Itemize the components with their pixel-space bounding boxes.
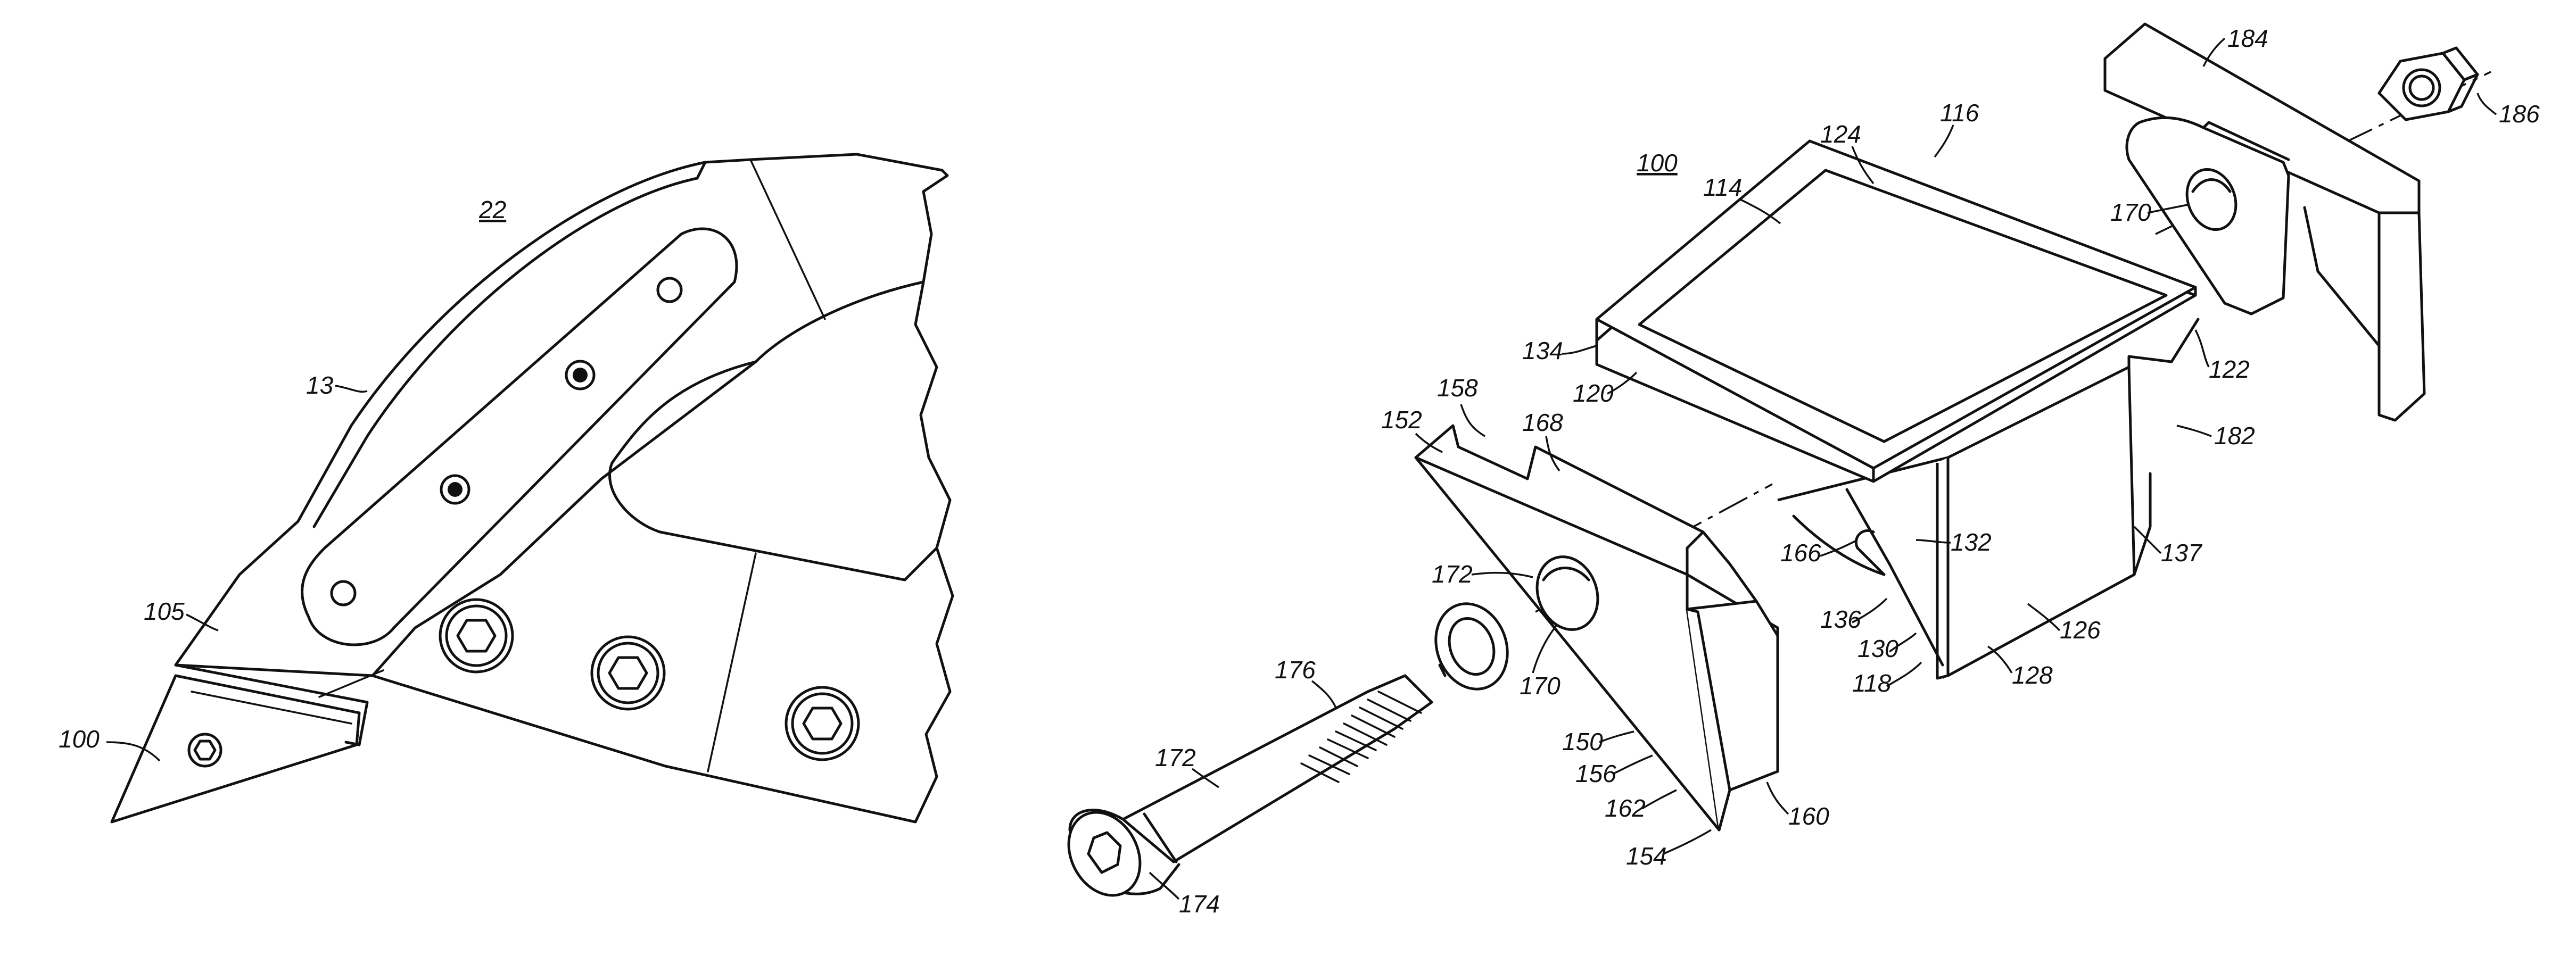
label-132: 132 [1951, 528, 1992, 556]
label-150: 150 [1562, 728, 1603, 755]
label-172-bottom: 172 [1155, 744, 1196, 771]
label-116: 116 [1940, 99, 1979, 127]
cutter-arm-assembly [112, 154, 953, 822]
label-158: 158 [1437, 374, 1478, 402]
label-136: 136 [1820, 605, 1861, 633]
label-162: 162 [1605, 794, 1646, 822]
hex-bolt-2 [592, 637, 664, 709]
label-172-top: 172 [1432, 560, 1473, 588]
hex-bolt-3 [786, 687, 858, 760]
label-176: 176 [1275, 656, 1316, 684]
label-152: 152 [1381, 406, 1422, 434]
label-122: 122 [2209, 355, 2250, 383]
label-13: 13 [306, 371, 334, 399]
label-186: 186 [2499, 100, 2540, 128]
label-154: 154 [1626, 842, 1667, 870]
cutter-tip [112, 665, 367, 822]
label-128: 128 [2012, 661, 2053, 689]
label-137: 137 [2161, 539, 2202, 567]
cap-screw [1055, 676, 1432, 908]
label-174: 174 [1179, 890, 1220, 918]
label-22: 22 [478, 196, 506, 223]
hex-bolt-1 [440, 600, 513, 672]
hex-nut [2379, 48, 2478, 120]
label-114: 114 [1703, 173, 1742, 201]
label-134: 134 [1522, 337, 1563, 364]
label-100-left: 100 [59, 725, 100, 753]
label-168: 168 [1522, 409, 1563, 436]
label-100-right: 100 [1637, 149, 1678, 177]
label-156: 156 [1575, 760, 1616, 787]
exploded-tool-assembly [1055, 24, 2491, 908]
lock-washer [1424, 594, 1519, 700]
label-170-left: 170 [1520, 672, 1561, 700]
label-182: 182 [2214, 422, 2255, 450]
label-166: 166 [1780, 539, 1821, 567]
label-105: 105 [144, 597, 185, 625]
label-124: 124 [1820, 120, 1861, 148]
label-170-right: 170 [2110, 198, 2151, 226]
label-184: 184 [2227, 24, 2268, 52]
label-126: 126 [2060, 616, 2101, 644]
label-160: 160 [1788, 802, 1829, 830]
label-118: 118 [1852, 669, 1892, 697]
